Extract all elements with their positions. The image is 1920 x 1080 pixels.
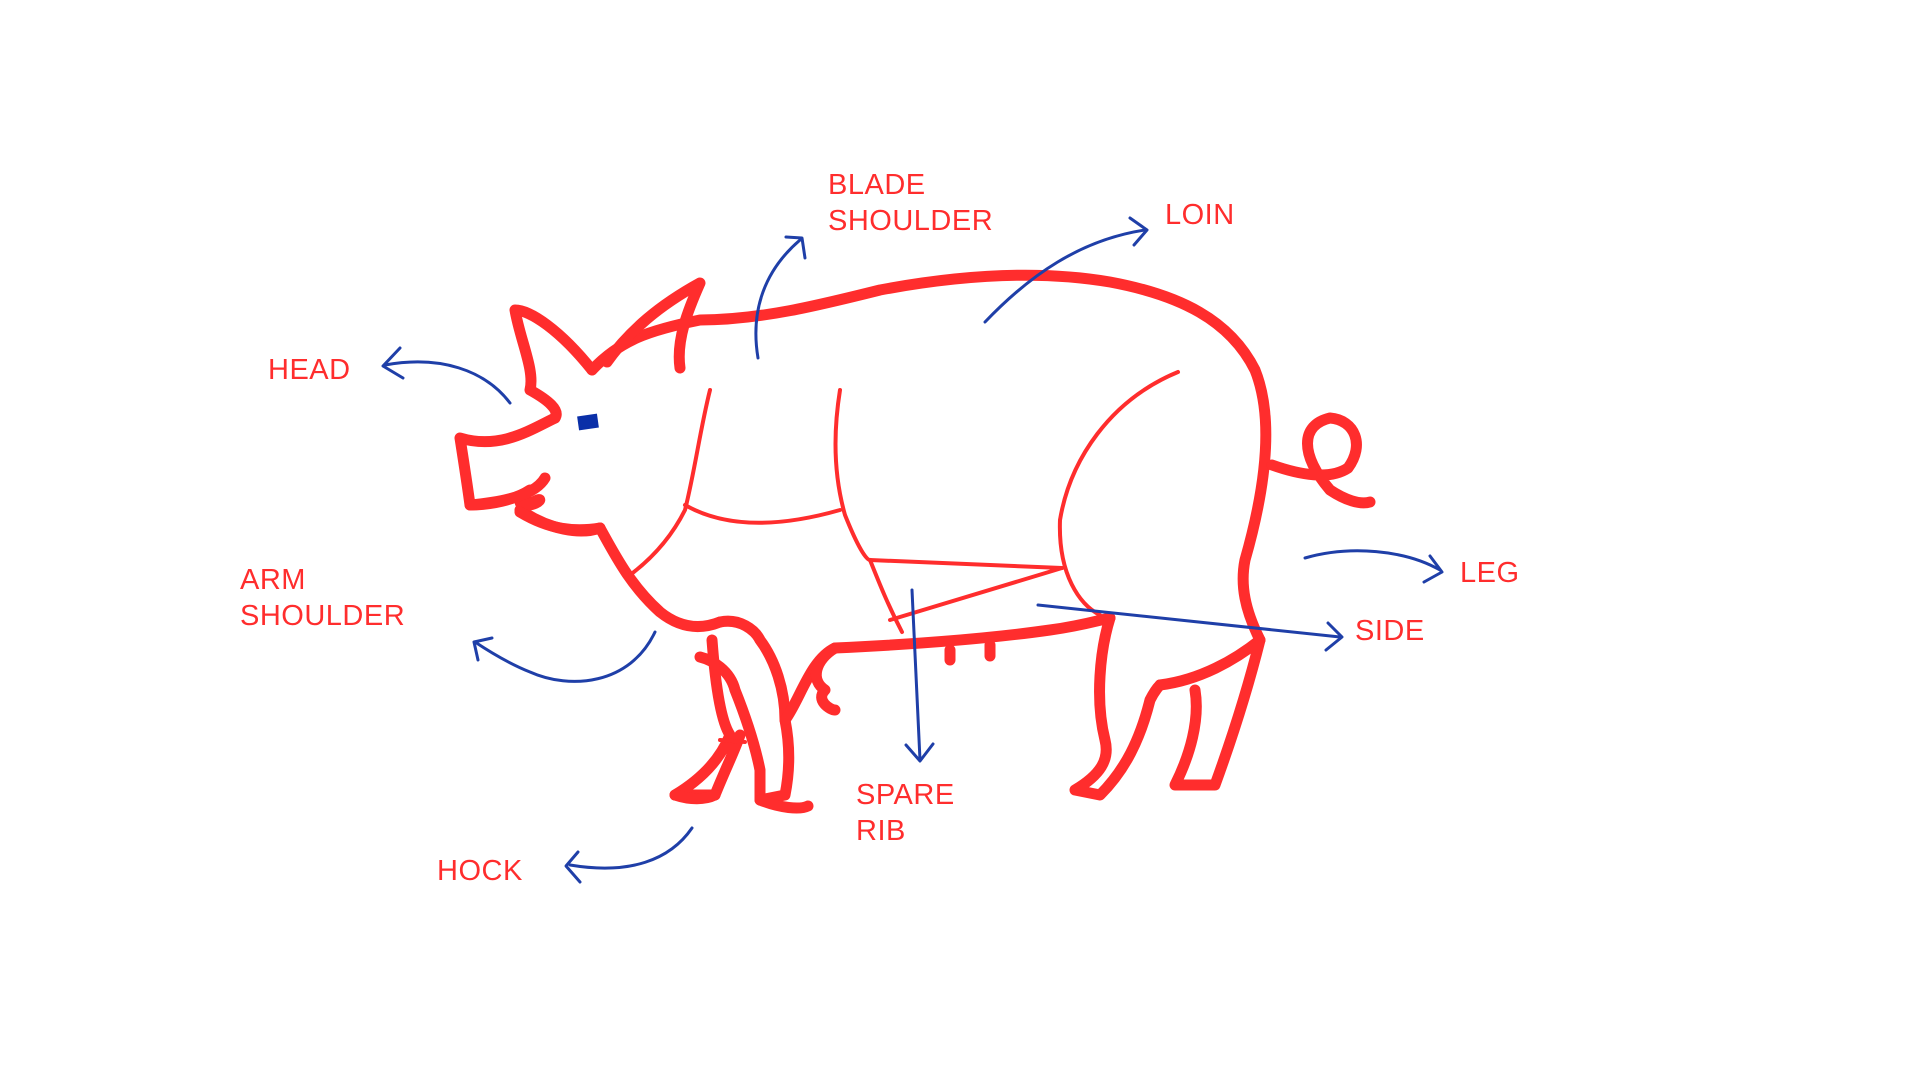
pig-cut-lines: [628, 370, 1180, 744]
label-head: HEAD: [268, 352, 351, 388]
label-side: SIDE: [1355, 613, 1425, 649]
pig-belly-front: [810, 642, 841, 716]
label-head-text: HEAD: [268, 354, 351, 386]
pig-ear-right: [601, 277, 706, 374]
pig-hind-leg-right: [1154, 634, 1266, 791]
pig-teats: [944, 639, 996, 666]
cut-loin-front: [833, 388, 872, 562]
arrow-leg: [1303, 549, 1444, 584]
label-leg: LEG: [1460, 555, 1520, 591]
label-blade-shoulder-line2: SHOULDER: [828, 205, 994, 237]
label-leg-text: LEG: [1460, 557, 1520, 589]
cut-shoulder-bottom: [683, 503, 842, 525]
cut-hock: [718, 738, 747, 744]
pig-chin: [464, 472, 726, 633]
label-side-text: SIDE: [1355, 615, 1425, 647]
pig-head-outline: [586, 269, 1272, 646]
label-spare-rib: SPARE RIB: [856, 777, 955, 849]
label-loin: LOIN: [1165, 197, 1235, 233]
cut-side-front: [868, 558, 904, 634]
label-arm-shoulder-line2: SHOULDER: [240, 600, 406, 632]
label-hock: HOCK: [437, 853, 523, 889]
cut-neck: [628, 388, 712, 577]
label-spare-rib-line1: SPARE: [856, 779, 955, 811]
arrow-side: [1036, 603, 1344, 652]
label-arm-shoulder: ARM SHOULDER: [240, 562, 405, 634]
pig-hind-leg-left: [1069, 612, 1166, 801]
pig-tail: [1266, 412, 1376, 509]
cut-ham: [1057, 370, 1180, 617]
pig-front-leg-right: [669, 634, 746, 801]
pig-belly: [779, 612, 1116, 726]
cut-side-top: [868, 558, 1064, 570]
label-loin-text: LOIN: [1165, 199, 1235, 231]
arrow-arm-shoulder: [472, 630, 657, 683]
pig-outline: [454, 269, 1376, 814]
label-blade-shoulder: BLADE SHOULDER: [828, 167, 993, 239]
pig-eye: [577, 413, 599, 431]
label-spare-rib-line2: RIB: [856, 815, 906, 847]
label-arm-shoulder-line1: ARM: [240, 564, 306, 596]
arrow-spare-rib: [904, 588, 935, 763]
arrow-blade-shoulder: [754, 235, 807, 360]
label-blade-shoulder-line1: BLADE: [828, 169, 926, 201]
label-hock-text: HOCK: [437, 855, 523, 887]
pig-front-hoof: [669, 789, 814, 814]
arrow-hock: [564, 826, 694, 884]
pointer-arrows: [381, 216, 1444, 884]
cut-side-bottom: [888, 566, 1064, 622]
pig-ear-left: [509, 304, 598, 424]
arrow-head: [381, 346, 512, 405]
arrow-loin: [983, 216, 1149, 324]
pig-front-leg-left: [694, 615, 795, 806]
